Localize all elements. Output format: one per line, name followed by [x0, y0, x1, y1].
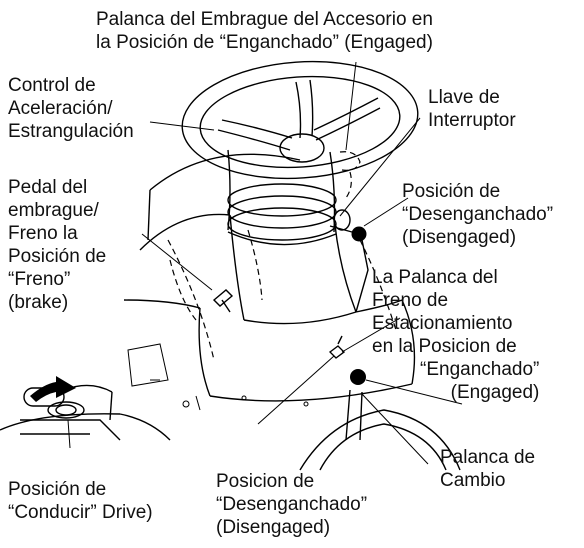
leader-lines: [67, 61, 463, 465]
label-clutch-pedal-line: Posición de: [8, 246, 107, 267]
label-ignition-key-line: Llave de: [428, 87, 500, 108]
label-engaged-bottom-line: “Enganchado”: [420, 359, 540, 380]
steering-column: [227, 149, 337, 246]
dash-panel: [123, 153, 416, 402]
label-drive-position-line: Posición de: [8, 479, 107, 500]
label-disengaged-bottom: Posicion de “Desenganchado” (Disengaged): [216, 470, 367, 539]
shift-lever: [299, 389, 461, 471]
label-drive-position: Posición de “Conducir” Drive): [8, 478, 153, 524]
label-clutch-pedal-line: “Freno”: [8, 269, 71, 290]
label-throttle: Control de Aceleración/ Estrangulación: [8, 74, 134, 143]
label-disengaged-bottom-line: “Desenganchado”: [216, 494, 368, 515]
label-parking-brake-line: La Palanca del: [372, 267, 498, 288]
label-disengaged-top-line: Posición de: [402, 181, 501, 202]
disengaged-knob-top: [351, 226, 367, 242]
label-shift-lever-line: Palanca de: [440, 447, 536, 468]
label-parking-brake: La Palanca del Freno de Estacionamiento …: [372, 266, 517, 358]
label-disengaged-top: Posición de “Desenganchado” (Disengaged): [402, 180, 553, 249]
label-parking-brake-line: Freno de: [372, 290, 449, 311]
throttle-lever: [212, 289, 234, 313]
label-shift-lever: Palanca de Cambio: [440, 446, 535, 492]
label-shift-lever-line: Cambio: [440, 470, 506, 491]
label-clutch-pedal: Pedal del embrague/ Freno la Posición de…: [8, 176, 106, 314]
engaged-knob-bottom: [350, 369, 366, 385]
label-engaged-bottom: “Enganchado” (Engaged): [420, 358, 539, 404]
label-throttle-line: Control de: [8, 75, 96, 96]
label-disengaged-top-line: (Disengaged): [402, 227, 517, 248]
drive-direction-arrow: [30, 376, 76, 402]
label-disengaged-top-line: “Desenganchado”: [402, 204, 554, 225]
label-attachment-clutch-line: Palanca del Embrague del Accesorio en: [96, 9, 433, 30]
label-drive-position-line: “Conducir” Drive): [8, 502, 153, 523]
label-parking-brake-line: en la Posicion de: [372, 336, 517, 357]
label-throttle-line: Aceleración/: [8, 98, 113, 119]
label-disengaged-bottom-line: (Disengaged): [216, 517, 331, 538]
label-disengaged-bottom-line: Posicion de: [216, 471, 315, 492]
ignition-key: [329, 209, 353, 233]
label-clutch-pedal-line: embrague/: [8, 200, 99, 221]
label-clutch-pedal-line: Pedal del: [8, 177, 88, 198]
steering-wheel: [181, 60, 419, 180]
label-parking-brake-line: Estacionamiento: [372, 313, 513, 334]
label-clutch-pedal-line: (brake): [8, 292, 69, 313]
attachment-clutch-lever: [339, 151, 361, 199]
label-attachment-clutch: Palanca del Embrague del Accesorio en la…: [96, 8, 433, 54]
label-throttle-line: Estrangulación: [8, 121, 134, 142]
label-engaged-bottom-line: (Engaged): [450, 382, 540, 403]
label-ignition-key: Llave de Interruptor: [428, 86, 516, 132]
floor-outline: [0, 343, 309, 441]
parking-brake-lever: [328, 335, 346, 359]
label-clutch-pedal-line: Freno la: [8, 223, 78, 244]
label-attachment-clutch-line: la Posición de “Enganchado” (Engaged): [96, 32, 433, 53]
label-ignition-key-line: Interruptor: [428, 110, 516, 131]
